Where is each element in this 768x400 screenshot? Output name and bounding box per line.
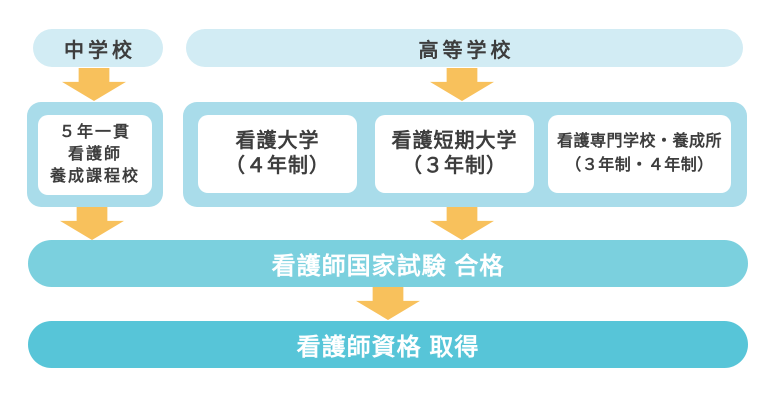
box-line: 看護短期大学 [391,130,518,152]
node-high-school: 高等学校 [186,29,743,67]
box-line: 養成課程校 [49,168,140,185]
node-nursing-vocational-school: 看護専門学校・養成所 （３年制・４年制） [548,115,731,193]
arrow-down-icon [356,287,420,320]
node-nursing-university: 看護大学 （４年制） [198,115,357,193]
arrow-down-icon [430,207,494,240]
box-line: （４年制） [225,155,330,177]
box-line: 看護大学 [235,130,320,152]
box-line: ５年一貫 [58,124,131,141]
arrow-down-icon [60,207,124,240]
node-junior-high-school: 中学校 [33,29,163,67]
arrow-down-icon [430,68,494,101]
arrow-down-icon [62,68,126,101]
national-exam-pass-bar: 看護師国家試験 合格 [28,240,748,287]
node-nursing-junior-college: 看護短期大学 （３年制） [375,115,534,193]
nurse-license-obtained-bar: 看護師資格 取得 [28,321,748,368]
left-track-container: ５年一貫 看護師 養成課程校 [27,102,163,207]
node-five-year-nursing-course-school: ５年一貫 看護師 養成課程校 [38,115,152,195]
box-line: 看護師 [67,146,122,163]
box-line: （３年制） [402,155,507,177]
box-line: 看護専門学校・養成所 [556,133,722,150]
box-line: （３年制・４年制） [565,157,714,174]
right-track-container: 看護大学 （４年制） 看護短期大学 （３年制） 看護専門学校・養成所 （３年制・… [183,102,747,207]
